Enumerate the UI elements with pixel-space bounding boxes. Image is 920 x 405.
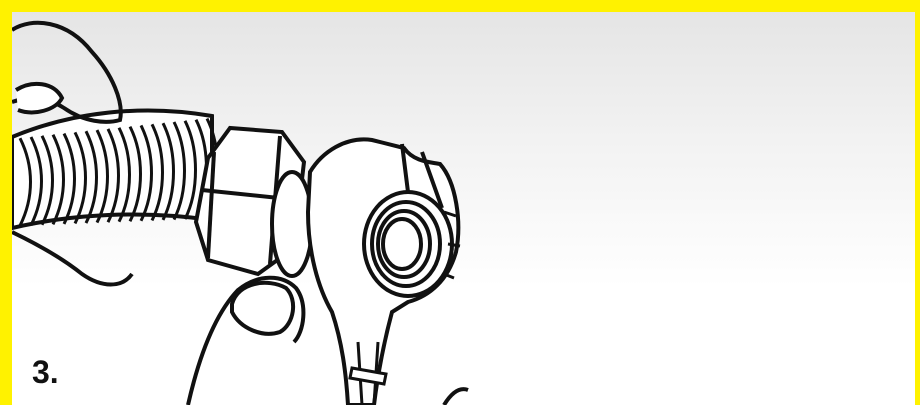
thumbnail-right	[232, 283, 293, 334]
step-number: 3.	[32, 356, 59, 388]
threaded-hose	[12, 111, 218, 228]
thumbnail-left	[16, 84, 62, 112]
hose-coupling-illustration	[12, 12, 915, 405]
collar-ring	[272, 172, 312, 276]
